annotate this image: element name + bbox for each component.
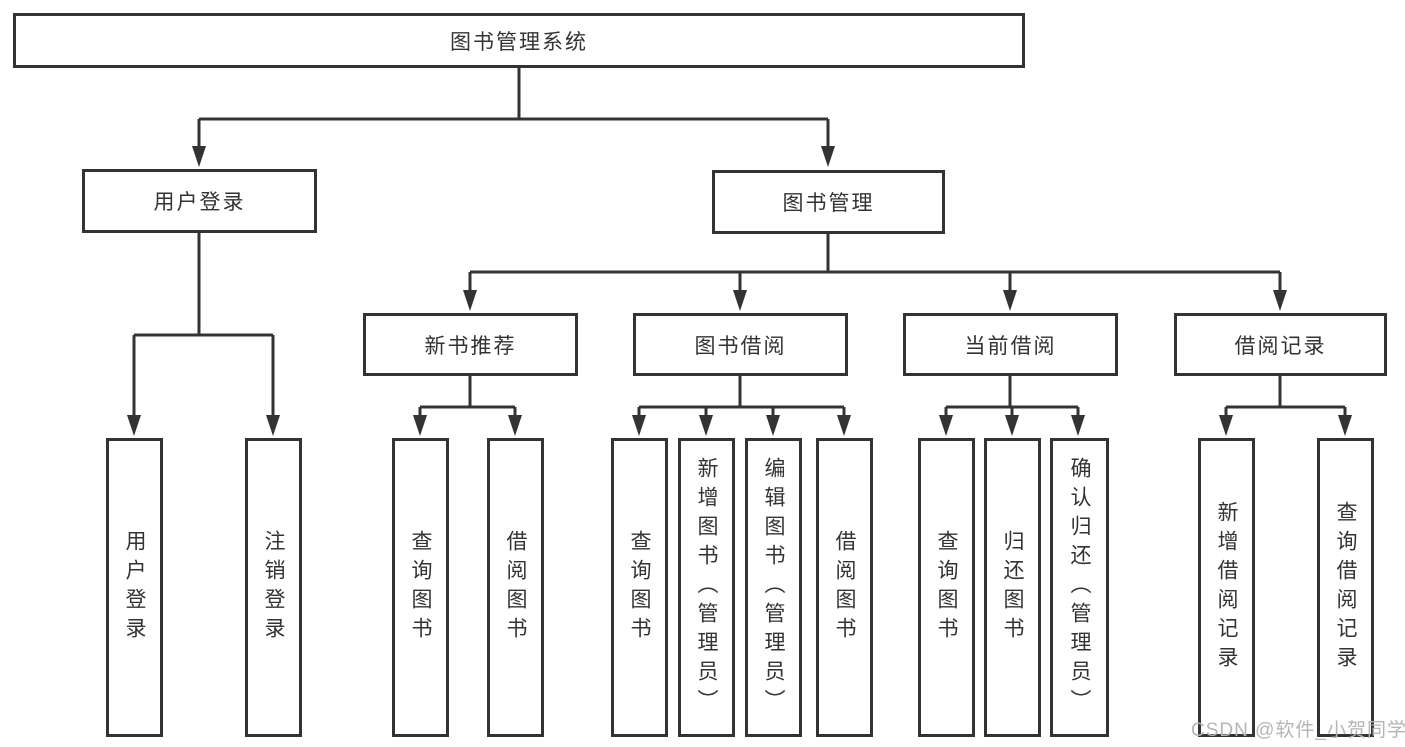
node-leaf-query-books-recommend: 查询图书 [392,438,449,737]
node-leaf-edit-books-admin: 编辑图书（管理员） [745,438,802,737]
node-leaf-borrow-books-recommend-label: 借阅图书 [504,529,527,646]
node-leaf-query-books-borrow-label: 查询图书 [628,529,651,646]
node-module-borrow-records: 借阅记录 [1174,313,1387,376]
node-branch-user-login: 用户登录 [82,169,317,233]
node-root: 图书管理系统 [13,13,1025,68]
node-module-new-book-recommend-label: 新书推荐 [424,334,517,358]
node-leaf-add-books-admin-label: 新增图书（管理员） [695,457,718,718]
node-leaf-return-books-label: 归还图书 [1001,529,1024,646]
node-leaf-borrow-books-recommend: 借阅图书 [487,438,544,737]
node-module-book-borrow: 图书借阅 [633,313,848,376]
node-leaf-borrow-books: 借阅图书 [816,438,873,737]
node-leaf-query-books-current-label: 查询图书 [935,529,958,646]
node-leaf-logout-label: 注销登录 [262,529,285,646]
node-leaf-query-borrow-record: 查询借阅记录 [1317,438,1374,737]
node-module-current-borrow-label: 当前借阅 [964,334,1057,358]
node-leaf-add-borrow-record: 新增借阅记录 [1198,438,1255,737]
node-leaf-query-borrow-record-label: 查询借阅记录 [1334,500,1357,675]
node-branch-book-management-label: 图书管理 [782,192,875,215]
node-leaf-borrow-books-label: 借阅图书 [833,529,856,646]
node-leaf-query-books-current: 查询图书 [918,438,975,737]
node-leaf-edit-books-admin-label: 编辑图书（管理员） [762,457,785,718]
node-leaf-return-books: 归还图书 [984,438,1041,737]
node-leaf-query-books-borrow: 查询图书 [611,438,668,737]
node-branch-book-management: 图书管理 [712,170,945,234]
node-leaf-add-borrow-record-label: 新增借阅记录 [1215,500,1238,675]
tree-edges [132,68,1347,417]
arrowheads [127,146,1352,436]
node-leaf-confirm-return-admin-label: 确认归还（管理员） [1068,457,1091,718]
node-leaf-user-login-label: 用户登录 [123,529,146,646]
node-module-book-borrow-label: 图书借阅 [694,334,787,358]
node-module-current-borrow: 当前借阅 [903,313,1118,376]
node-leaf-query-books-recommend-label: 查询图书 [409,529,432,646]
node-leaf-logout: 注销登录 [245,438,302,737]
csdn-watermark: CSDN @软件_小贺同学 [1191,720,1405,741]
node-leaf-add-books-admin: 新增图书（管理员） [678,438,735,737]
node-root-label: 图书管理系统 [450,30,588,54]
node-branch-user-login-label: 用户登录 [153,191,246,214]
node-module-borrow-records-label: 借阅记录 [1234,334,1327,358]
node-leaf-confirm-return-admin: 确认归还（管理员） [1050,438,1109,737]
node-module-new-book-recommend: 新书推荐 [363,313,578,376]
node-leaf-user-login: 用户登录 [106,438,163,737]
